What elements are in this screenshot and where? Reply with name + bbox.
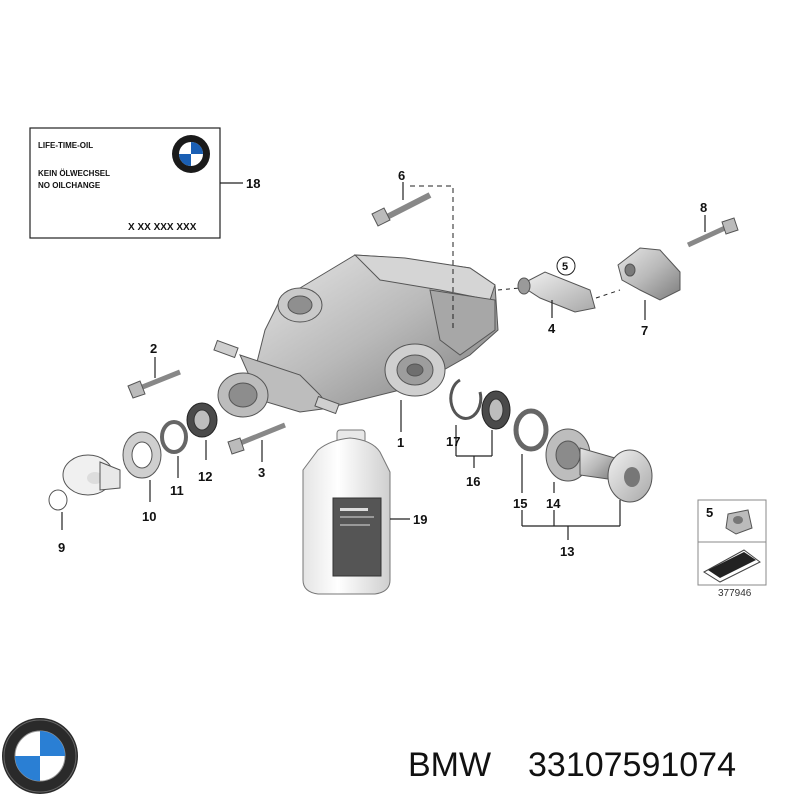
bracket-4: 4 5 [497,256,621,336]
circlip-17 [449,378,483,420]
brand-name: BMW [408,746,491,784]
drawing-number: 377946 [718,588,752,599]
callout-group-16: 17 16 [446,425,493,489]
oil-label-line3: NO OILCHANGE [38,181,101,190]
nut-icon [725,509,753,535]
seal-12: 12 [186,402,218,484]
oil-label-line2: KEIN ÖLWECHSEL [38,169,110,178]
callout-10: 10 [142,509,156,524]
callout-17: 17 [446,434,460,449]
bolt-8: 8 [686,200,739,248]
callout-9: 9 [58,540,65,555]
callout-12: 12 [198,469,212,484]
callout-16: 16 [466,474,480,489]
callout-13: 13 [560,544,574,559]
seal-10: 10 [122,431,162,524]
callout-14: 14 [546,496,561,511]
bmw-logo-icon [2,718,78,794]
oil-bottle-19: 19 [302,429,427,595]
callout-group-13: 15 14 13 [513,454,621,559]
callout-18: 18 [246,176,260,191]
callout-19: 19 [413,512,427,527]
alignment-line [410,185,454,330]
flange-9-10 [62,454,121,496]
ring-11: 11 [160,420,188,498]
callout-2: 2 [150,341,157,356]
bmw-roundel-icon [172,135,210,173]
shim-icon [703,549,761,583]
callout-5: 5 [562,261,568,273]
bolt-6: 6 [371,168,432,227]
callout-8: 8 [700,200,707,215]
callout-6: 6 [398,168,405,183]
legend-callout-5: 5 [706,505,713,520]
ring-15 [513,408,549,452]
differential-housing: 1 [213,254,499,450]
callout-4: 4 [548,321,556,336]
part-number: 33107591074 [528,746,736,784]
oil-label-code: X XX XXX XXX [128,222,197,233]
ring-9: 9 [48,489,68,555]
oil-label-line1: LIFE-TIME-OIL [38,141,93,150]
bracket-7: 7 [617,247,681,338]
bolt-2: 2 [127,341,181,399]
callout-7: 7 [641,323,648,338]
callout-15: 15 [513,496,527,511]
seal-16 [481,390,511,430]
bolt-3: 3 [227,422,286,480]
callout-3: 3 [258,465,265,480]
legend-box: 5 377946 [697,499,767,599]
output-flange-14 [545,428,653,503]
callout-1: 1 [397,435,404,450]
oil-label-sticker: LIFE-TIME-OIL KEIN ÖLWECHSEL NO OILCHANG… [29,127,260,239]
callout-11: 11 [170,483,184,498]
